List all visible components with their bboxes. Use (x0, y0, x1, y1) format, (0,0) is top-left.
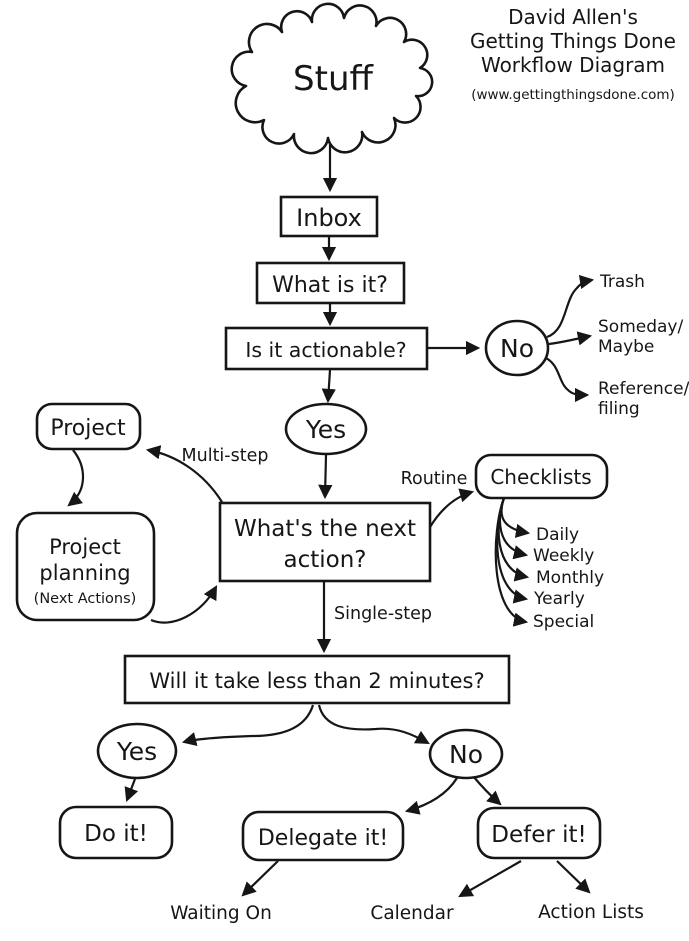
project-planning-label-line2: planning (39, 561, 130, 585)
someday-label-line2: Maybe (598, 337, 654, 357)
title-line-3: Workflow Diagram (481, 53, 665, 77)
routine-label: Routine (401, 469, 468, 489)
waiting-on-label: Waiting On (170, 903, 272, 924)
what-is-it-box (255, 261, 406, 305)
inbox-node: Inbox (279, 195, 379, 238)
project-planning-label-line3: (Next Actions) (34, 591, 137, 607)
arrow-defer-to-action-lists (556, 860, 591, 894)
checklists-label: Checklists (490, 465, 591, 489)
monthly-label: Monthly (536, 568, 604, 588)
project-planning-box (15, 511, 156, 622)
defer-it-node: Defer it! (476, 806, 602, 860)
arrow-two-minutes-to-yes (181, 704, 315, 746)
what-is-it-node: What is it? (255, 261, 406, 305)
inbox-box (279, 195, 379, 238)
arrow-no-to-someday (548, 331, 593, 346)
arrow-checklists-to-weekly (498, 497, 529, 560)
arrow-multi-step-to-project (145, 445, 223, 503)
defer-it-label: Defer it! (491, 822, 587, 848)
no-two-minutes-label: No (449, 740, 483, 769)
yes-two-minutes-node: Yes (96, 722, 178, 780)
reference-label-line1: Reference/ (598, 379, 689, 399)
two-minutes-label: Will it take less than 2 minutes? (149, 669, 484, 693)
arrow-no-to-delegate (404, 777, 458, 815)
title-block: David Allen's Getting Things Done Workfl… (470, 5, 676, 103)
project-planning-label-line1: Project (49, 535, 121, 559)
delegate-it-label: Delegate it! (258, 826, 388, 851)
project-planning-node: Project planning (Next Actions) (15, 511, 156, 622)
checklists-box (474, 453, 609, 500)
calendar-label: Calendar (370, 903, 454, 924)
single-step-label: Single-step (334, 604, 432, 624)
special-label: Special (533, 612, 594, 632)
arrow-no-to-reference (543, 355, 590, 403)
arrow-yes-to-do-it (124, 778, 139, 803)
what-is-it-label: What is it? (272, 273, 388, 298)
next-action-node: What's the next action? (218, 501, 432, 583)
delegate-it-node: Delegate it! (241, 810, 405, 862)
is-it-actionable-box (224, 326, 429, 371)
yes-actionable-ellipse (284, 402, 368, 456)
no-two-minutes-ellipse (428, 728, 504, 780)
arrow-checklists-to-daily (500, 497, 531, 538)
do-it-box (58, 805, 174, 860)
do-it-node: Do it! (58, 805, 174, 860)
title-line-1: David Allen's (508, 5, 638, 29)
arrow-yes-to-next-action (318, 454, 333, 500)
next-action-label-line2: action? (283, 547, 366, 573)
arrow-delegate-to-waiting-on (241, 860, 279, 897)
is-it-actionable-node: Is it actionable? (224, 326, 429, 371)
final-outcomes: Waiting On Calendar Action Lists (170, 902, 644, 924)
weekly-label: Weekly (533, 546, 594, 566)
multi-step-label: Multi-step (182, 446, 269, 466)
someday-label-line1: Someday/ (598, 317, 683, 337)
non-actionable-outcomes: Trash Someday/ Maybe Reference/ filing (598, 272, 689, 419)
arrow-project-to-planning (67, 449, 85, 507)
arrow-no-to-trash (546, 274, 595, 339)
arrow-two-minutes-to-no (317, 704, 430, 745)
arrow-no-to-defer (472, 775, 502, 806)
do-it-label: Do it! (84, 821, 148, 847)
is-it-actionable-label: Is it actionable? (245, 338, 406, 362)
delegate-it-box (241, 810, 405, 862)
next-action-label-line1: What's the next (234, 516, 416, 542)
title-url: (www.gettingthingsdone.com) (471, 87, 675, 103)
stuff-cloud: Stuff (230, 2, 434, 155)
inbox-label: Inbox (296, 204, 362, 232)
two-minutes-node: Will it take less than 2 minutes? (123, 654, 511, 705)
yes-two-minutes-label: Yes (116, 737, 157, 766)
project-label: Project (50, 416, 126, 441)
project-node: Project (35, 402, 142, 451)
arrow-planning-to-next-action (150, 585, 218, 624)
arrow-defer-to-calendar (458, 860, 522, 898)
action-lists-label: Action Lists (538, 902, 644, 923)
trash-label: Trash (599, 272, 645, 292)
reference-label-line2: filing (598, 399, 640, 419)
two-minutes-box (123, 654, 511, 705)
no-actionable-ellipse (484, 319, 550, 377)
edges (67, 140, 595, 898)
daily-label: Daily (536, 525, 579, 545)
defer-it-box (476, 806, 602, 860)
no-actionable-node: No (484, 319, 550, 377)
project-box (35, 402, 142, 451)
cloud-shape (230, 2, 434, 155)
arrow-actionable-to-yes (321, 369, 336, 404)
no-actionable-label: No (500, 334, 534, 363)
yearly-label: Yearly (533, 589, 585, 609)
title-line-2: Getting Things Done (470, 29, 676, 53)
arrow-routine-to-checklists (429, 488, 475, 528)
next-action-box (218, 501, 432, 583)
yes-two-minutes-ellipse (96, 722, 178, 780)
yes-actionable-node: Yes (284, 402, 368, 456)
yes-actionable-label: Yes (305, 415, 346, 444)
checklist-outcomes: Daily Weekly Monthly Yearly Special (533, 525, 604, 632)
arrow-checklists-to-special (494, 497, 529, 627)
checklists-node: Checklists (474, 453, 609, 500)
no-two-minutes-node: No (428, 728, 504, 780)
stuff-label: Stuff (293, 59, 374, 99)
